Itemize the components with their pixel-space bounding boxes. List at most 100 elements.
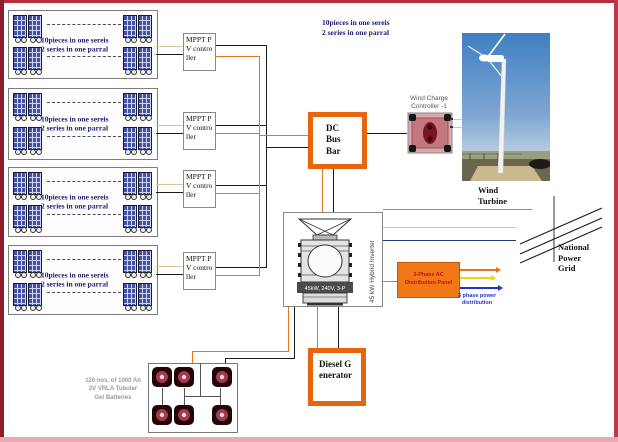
pv-array-note-line1: 10pieces in one sereis [41,270,109,280]
panel-terminal-icon [125,305,131,311]
panel-terminal-icon [21,305,27,311]
phase-arrow-yellow [460,277,491,279]
panel-terminal-icon [36,227,42,233]
solar-panel-pair-icon [13,93,43,121]
panel-terminal-icon [146,37,152,43]
wire [288,307,289,351]
panel-terminal-icon [140,272,146,278]
wire [216,133,260,134]
wind-charge-controller-label: Wind Charge Controller -1 [398,95,460,111]
solar-panel-icon [13,172,27,195]
wire [383,281,397,282]
battery-icon [174,367,194,387]
panel-terminal-icon [36,69,42,75]
panel-terminal-icon [36,37,42,43]
panel-terminal-icon [131,194,137,200]
solar-panel-icon [28,283,42,306]
panel-terminal-icon [125,37,131,43]
wire [367,133,407,134]
battery-icon [152,405,172,425]
solar-panel-icon [138,250,152,273]
wire [225,358,295,359]
pv-array-note: 10pieces in one sereis 2 series in one p… [41,35,135,54]
wire [383,209,532,210]
wire [156,125,183,126]
pv-array-note: 10pieces in one sereis 2 series in one p… [41,115,135,134]
arrowhead-icon [498,285,503,291]
solar-panel-icon [28,172,42,195]
panel-terminal-icon [140,149,146,155]
solar-panel-icon [13,93,27,116]
solar-panel-pair-icon [13,283,43,311]
solar-panel-icon [28,127,42,150]
top-array-note: 10pieces in one sereis 2 series in one p… [322,18,452,38]
series-string-dashed-line [47,136,121,137]
pv-array-block-3: 10pieces in one sereis 2 series in one p… [8,167,158,237]
solar-panel-pair-icon [123,172,153,200]
battery-icon [152,367,172,387]
panel-terminal-icon [131,37,137,43]
panel-terminal-icon [36,149,42,155]
diesel-generator: Diesel Generator [308,348,366,406]
panel-terminal-icon [146,194,152,200]
wire [383,227,516,228]
panel-terminal-icon [146,69,152,75]
dc-bus-bar-label: DC Bus Bar [326,123,341,156]
panel-terminal-icon [146,149,152,155]
solar-panel-icon [123,172,137,195]
frame-border-right [614,0,618,442]
solar-panel-icon [138,283,152,306]
panel-terminal-icon [125,194,131,200]
solar-panel-icon [13,283,27,306]
panel-terminal-icon [30,115,36,121]
panel-terminal-icon [36,305,42,311]
panel-terminal-icon [30,149,36,155]
wind-charge-controller-icon [407,112,453,154]
panel-terminal-icon [125,149,131,155]
solar-panel-icon [28,205,42,228]
solar-panel-pair-icon [13,172,43,200]
solar-panel-pair-icon [123,15,153,43]
pv-array-note: 10pieces in one sereis 2 series in one p… [41,271,135,290]
dc-bus-wire-orange [259,56,260,276]
wire [156,133,183,134]
battery-bank-note: 120 nos. of 1000 Ah 2V VRLA Tubular Gel … [80,377,146,402]
wire [156,54,183,55]
distribution-note: 3 phase power distribution [447,293,507,308]
solar-panel-icon [123,205,137,228]
diesel-generator-label: Diesel Generator [319,359,352,381]
wcc-label-line2: Controller -1 [411,103,447,111]
wind-turbine-label: Wind Turbine [478,185,507,206]
wire [156,266,183,267]
panel-terminal-icon [15,272,21,278]
panel-terminal-icon [30,305,36,311]
solar-panel-pair-icon [123,250,153,278]
national-grid-label: National Power Grid [558,242,590,274]
pv-array-note-line2: 2 series in one parral [41,280,109,289]
series-string-dashed-line [47,56,121,57]
panel-terminal-icon [30,69,36,75]
battery-icon [174,405,194,425]
panel-terminal-icon [30,37,36,43]
wire [216,275,260,276]
wind-turbine-photo [462,33,550,181]
solar-panel-pair-icon [13,205,43,233]
wire [453,119,462,120]
solar-panel-icon [13,205,27,228]
wire [225,358,226,363]
grid-transmission-lines-icon [519,207,603,264]
solar-panel-pair-icon [13,250,43,278]
panel-terminal-icon [125,272,131,278]
dc-bus-bar: DC Bus Bar [308,112,367,169]
panel-terminal-icon [21,227,27,233]
panel-terminal-icon [146,227,152,233]
hybrid-inverter-box: 45kW, 240V, 3-P 45 kW Hybrid Inverter [283,212,383,307]
phase-arrow-blue [460,287,498,289]
solar-panel-icon [138,172,152,195]
panel-terminal-icon [36,194,42,200]
panel-terminal-icon [146,305,152,311]
series-string-dashed-line [47,214,121,215]
panel-terminal-icon [125,227,131,233]
pv-array-note-line2: 2 series in one parral [41,202,109,211]
ac-panel-label-line2: Distribution Panel [404,280,453,286]
